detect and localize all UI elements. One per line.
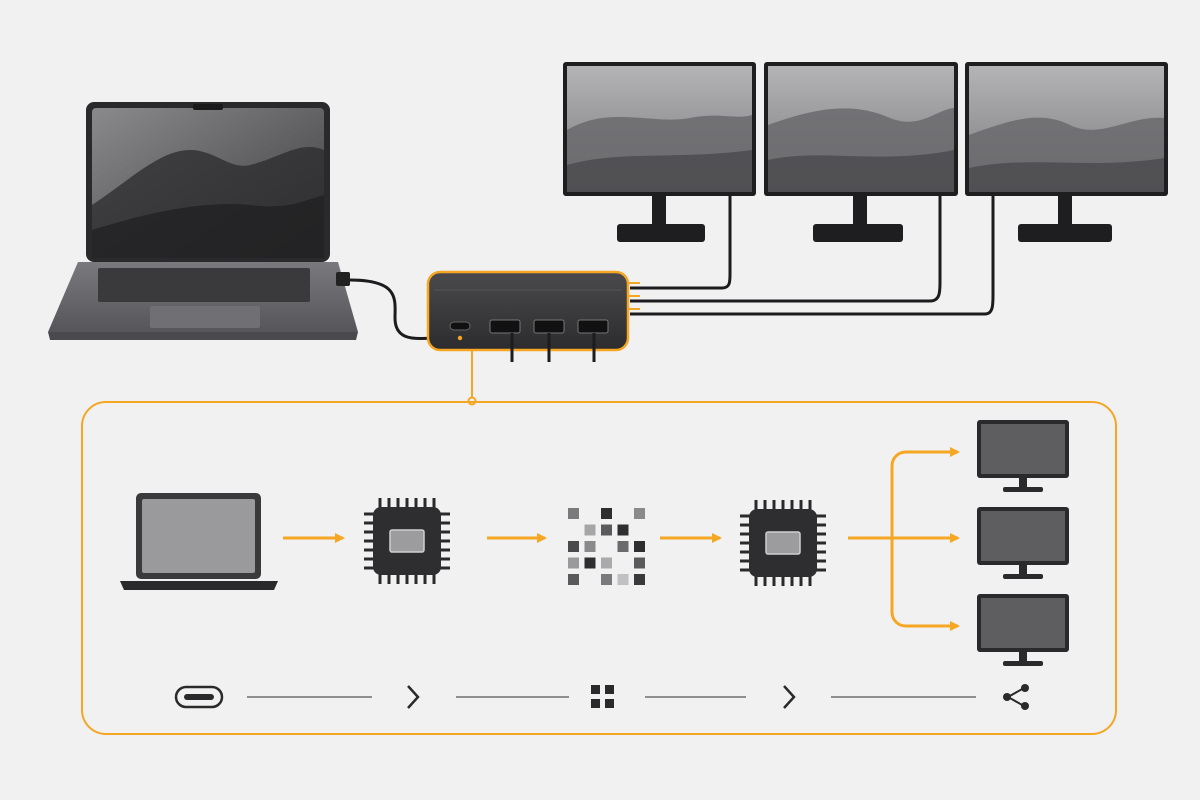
- flow-laptop-icon: [120, 493, 278, 590]
- hdmi-port: [577, 319, 609, 362]
- hdmi-cables: [630, 196, 995, 316]
- branch-arrows: [848, 447, 960, 631]
- usb-c-port: [449, 321, 471, 331]
- monitor-icon: [977, 420, 1069, 492]
- monitor-icon: [977, 507, 1069, 579]
- pixel-grid-icon: [568, 508, 645, 585]
- chevron-right-icon: [783, 685, 796, 709]
- signal-flow-panel: [81, 401, 1117, 735]
- status-light: [457, 335, 463, 341]
- legend-row: [174, 684, 1029, 710]
- hdmi-port: [489, 319, 521, 362]
- output-monitors: [977, 420, 1069, 666]
- monitor-2: [764, 62, 958, 242]
- monitor-3: [965, 62, 1168, 242]
- chip-icon: [364, 498, 450, 584]
- hdmi-port: [533, 319, 565, 362]
- chip-icon: [740, 500, 826, 586]
- usb-c-cable: [349, 278, 433, 341]
- monitor-1: [563, 62, 756, 242]
- laptop-icon: [48, 102, 358, 340]
- share-icon: [1003, 684, 1029, 710]
- usb-c-icon: [174, 685, 224, 709]
- port-highlights: [628, 282, 640, 310]
- docking-station-icon: [426, 270, 630, 362]
- monitor-icon: [977, 594, 1069, 666]
- grid-icon: [591, 685, 614, 708]
- chevron-right-icon: [407, 685, 420, 709]
